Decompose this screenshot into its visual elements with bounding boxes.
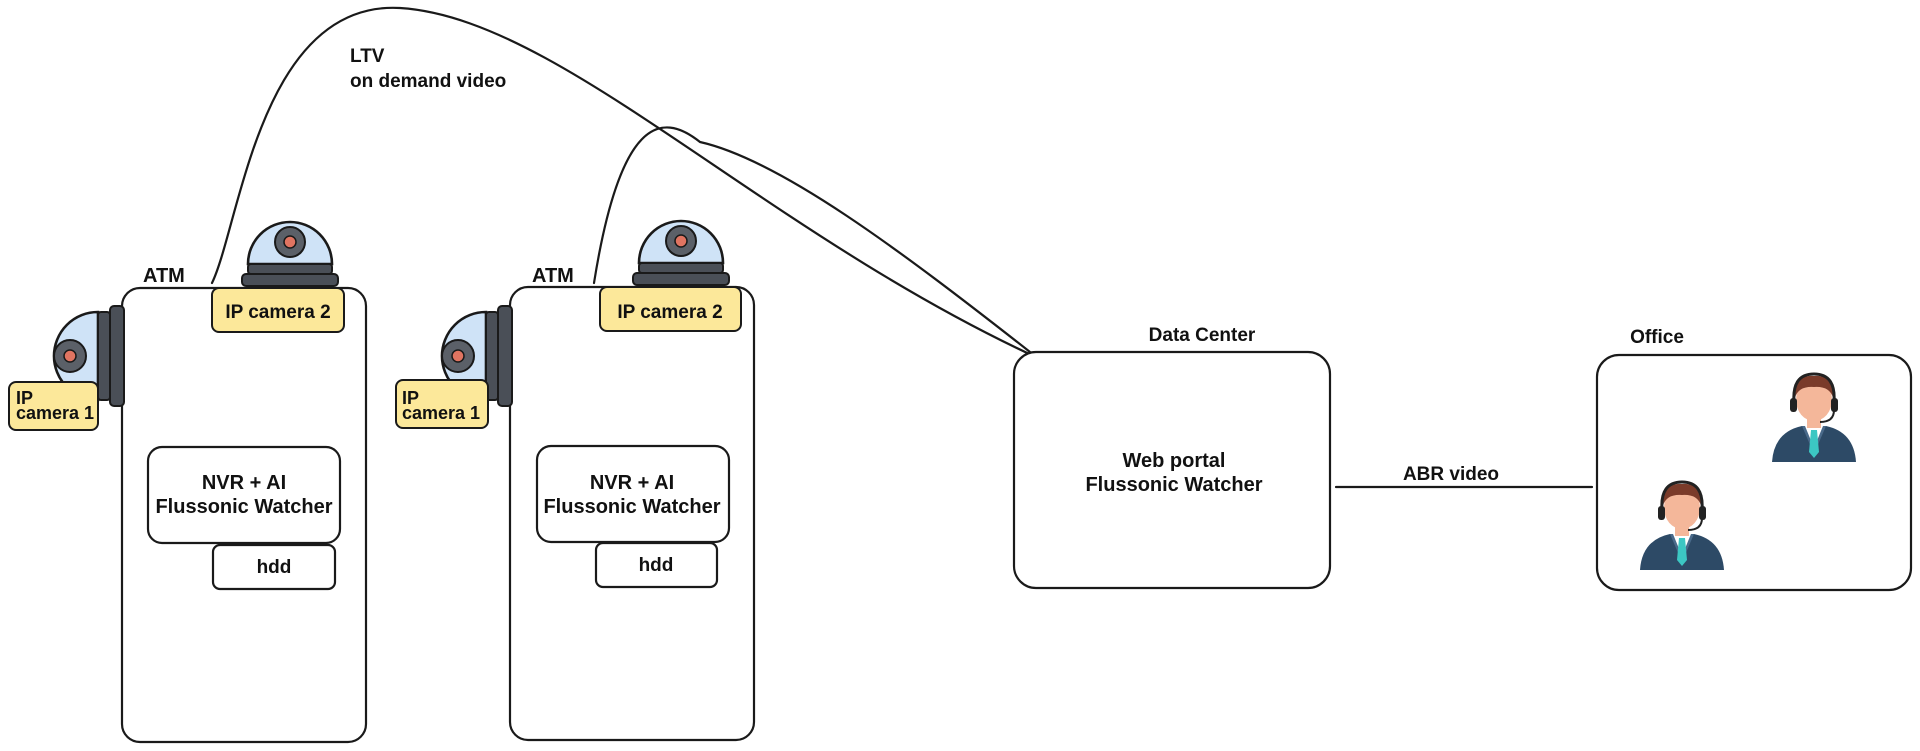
nvr-label-line2: Flussonic Watcher: [155, 496, 332, 518]
nvr-label-line1: NVR + AI: [202, 472, 286, 494]
datacenter: Data Center Web portal Flussonic Watcher: [1012, 325, 1332, 590]
camera1-label-line1: IP: [402, 388, 419, 408]
link-atm1-datacenter: [210, 6, 1040, 360]
web-portal-label: Web portal: [1123, 450, 1226, 472]
dome-camera-icon: [240, 220, 340, 288]
camera2-label: IP camera 2: [225, 302, 330, 323]
datacenter-label: Data Center: [1149, 325, 1256, 346]
link-label-ondemand: on demand video: [350, 71, 506, 92]
camera2-label: IP camera 2: [617, 302, 722, 323]
flussonic-watcher-label: Flussonic Watcher: [1085, 474, 1262, 496]
hdd-box: [211, 543, 337, 591]
atm-label: ATM: [532, 265, 574, 287]
datacenter-box: [1012, 350, 1332, 590]
camera1-label-line2: camera 1: [402, 403, 480, 423]
camera1-label-line1: IP: [16, 388, 33, 408]
nvr-box: [146, 445, 342, 545]
link-atm2-datacenter: [592, 126, 1032, 354]
office-label: Office: [1630, 327, 1684, 348]
nvr-label-line1: NVR + AI: [590, 472, 674, 494]
camera1-label-line2: camera 1: [16, 403, 94, 423]
camera1-tag[interactable]: [8, 381, 99, 431]
camera2-tag[interactable]: [599, 286, 742, 332]
atm-1: ATM IP camera 2 IP camera 1 NVR + AI Flu…: [8, 220, 368, 744]
nvr-box: [535, 444, 731, 544]
nvr-label-line2: Flussonic Watcher: [543, 496, 720, 518]
office: Office: [1595, 327, 1913, 592]
atm-label: ATM: [143, 265, 185, 287]
link-label-abr: ABR video: [1403, 464, 1499, 485]
atm-2: ATM IP camera 2 IP camera 1 NVR + AI Flu…: [395, 219, 756, 742]
camera2-tag[interactable]: [211, 287, 345, 333]
hdd-label: hdd: [257, 557, 292, 578]
link-label-ltv: LTV: [350, 46, 385, 67]
hdd-label: hdd: [639, 555, 674, 576]
hdd-box: [594, 541, 719, 589]
dome-camera-icon: [631, 219, 731, 287]
camera1-tag[interactable]: [395, 379, 489, 429]
